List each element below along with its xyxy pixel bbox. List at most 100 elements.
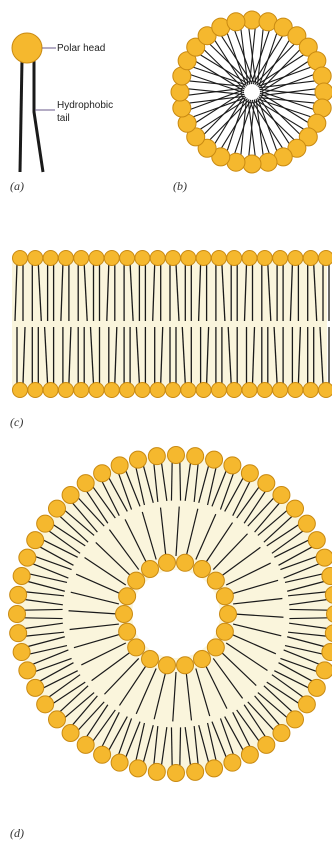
polar-head [224, 754, 241, 771]
panel-d-liposome [9, 447, 332, 782]
polar-head [48, 500, 65, 517]
polar-head [94, 746, 111, 763]
polar-head [27, 532, 44, 549]
polar-head [194, 651, 211, 668]
polar-head [150, 251, 165, 266]
polar-head [119, 588, 136, 605]
hydrophobic-tail-label-line2: tail [57, 113, 70, 124]
polar-head [148, 448, 165, 465]
polar-head [242, 251, 257, 266]
polar-head [298, 515, 315, 532]
polar-head [171, 83, 189, 101]
polar-head [303, 251, 318, 266]
polar-head [135, 251, 150, 266]
polar-head [166, 383, 181, 398]
polar-head [316, 662, 332, 679]
polar-head [177, 657, 194, 674]
tail-line [171, 727, 172, 767]
polar-head [273, 725, 290, 742]
polar-head [37, 696, 54, 713]
polar-head [319, 383, 332, 398]
polar-head [288, 251, 303, 266]
polar-head [89, 251, 104, 266]
polar-head [104, 383, 119, 398]
polar-head [104, 251, 119, 266]
polar-head [128, 572, 145, 589]
polar-head [206, 451, 223, 468]
polar-head [224, 457, 241, 474]
tail-line [193, 98, 246, 117]
polar-head [216, 623, 233, 640]
tail-line [171, 461, 172, 501]
polar-head [13, 567, 30, 584]
polar-head [37, 515, 54, 532]
polar-head [207, 572, 224, 589]
polar-head [241, 746, 258, 763]
polar-head [206, 760, 223, 777]
polar-head [19, 662, 36, 679]
polar-head [19, 549, 36, 566]
polar-head [242, 383, 257, 398]
polar-head [273, 383, 288, 398]
polar-head [187, 763, 204, 780]
polar-head [241, 465, 258, 482]
polar-head [27, 679, 44, 696]
polar-head [13, 251, 28, 266]
polar-head [135, 383, 150, 398]
polar-head [168, 765, 185, 782]
polar-head [111, 754, 128, 771]
polar-head [43, 383, 58, 398]
polar-head [158, 657, 175, 674]
polar-head [150, 383, 165, 398]
panel-b-label: (b) [173, 179, 187, 193]
polar-head [119, 623, 136, 640]
polar-head [120, 251, 135, 266]
polar-head [116, 606, 133, 623]
polar-head [58, 251, 73, 266]
polar-head [9, 606, 26, 623]
panel-c-bilayer [12, 251, 332, 398]
polar-head [74, 251, 89, 266]
polar-head [257, 251, 272, 266]
polar-head [120, 383, 135, 398]
tail-line-right [34, 60, 43, 172]
polar-head [257, 383, 272, 398]
polar-head [243, 155, 261, 173]
polar-head [89, 383, 104, 398]
tail-line [189, 96, 245, 103]
polar-head [207, 639, 224, 656]
polar-head [211, 251, 226, 266]
tail-line [259, 81, 315, 88]
polar-head-label: Polar head [57, 43, 105, 54]
polar-head [220, 606, 237, 623]
polar-head [158, 554, 175, 571]
tail-line [23, 618, 63, 619]
liposome-aqueous-interior [132, 570, 220, 658]
polar-head [316, 549, 332, 566]
polar-head [128, 639, 145, 656]
polar-head [196, 251, 211, 266]
polar-head [181, 251, 196, 266]
polar-head [28, 383, 43, 398]
panel-a-single-lipid: Polar head Hydrophobic tail [12, 33, 113, 172]
polar-head [227, 13, 245, 31]
polar-head [166, 251, 181, 266]
tail-line [258, 67, 311, 86]
polar-head [303, 383, 318, 398]
polar-head [211, 383, 226, 398]
polar-head [227, 251, 242, 266]
polar-head [216, 588, 233, 605]
polar-head [187, 448, 204, 465]
polar-head [77, 736, 94, 753]
polar-head [94, 465, 111, 482]
tail-line-left [20, 60, 22, 172]
polar-head [142, 560, 159, 577]
polar-head [273, 486, 290, 503]
polar-head [308, 679, 325, 696]
tail-line [227, 33, 246, 86]
polar-head [77, 475, 94, 492]
polar-head [142, 651, 159, 668]
polar-head [168, 447, 185, 464]
polar-head [62, 486, 79, 503]
polar-head [196, 383, 211, 398]
